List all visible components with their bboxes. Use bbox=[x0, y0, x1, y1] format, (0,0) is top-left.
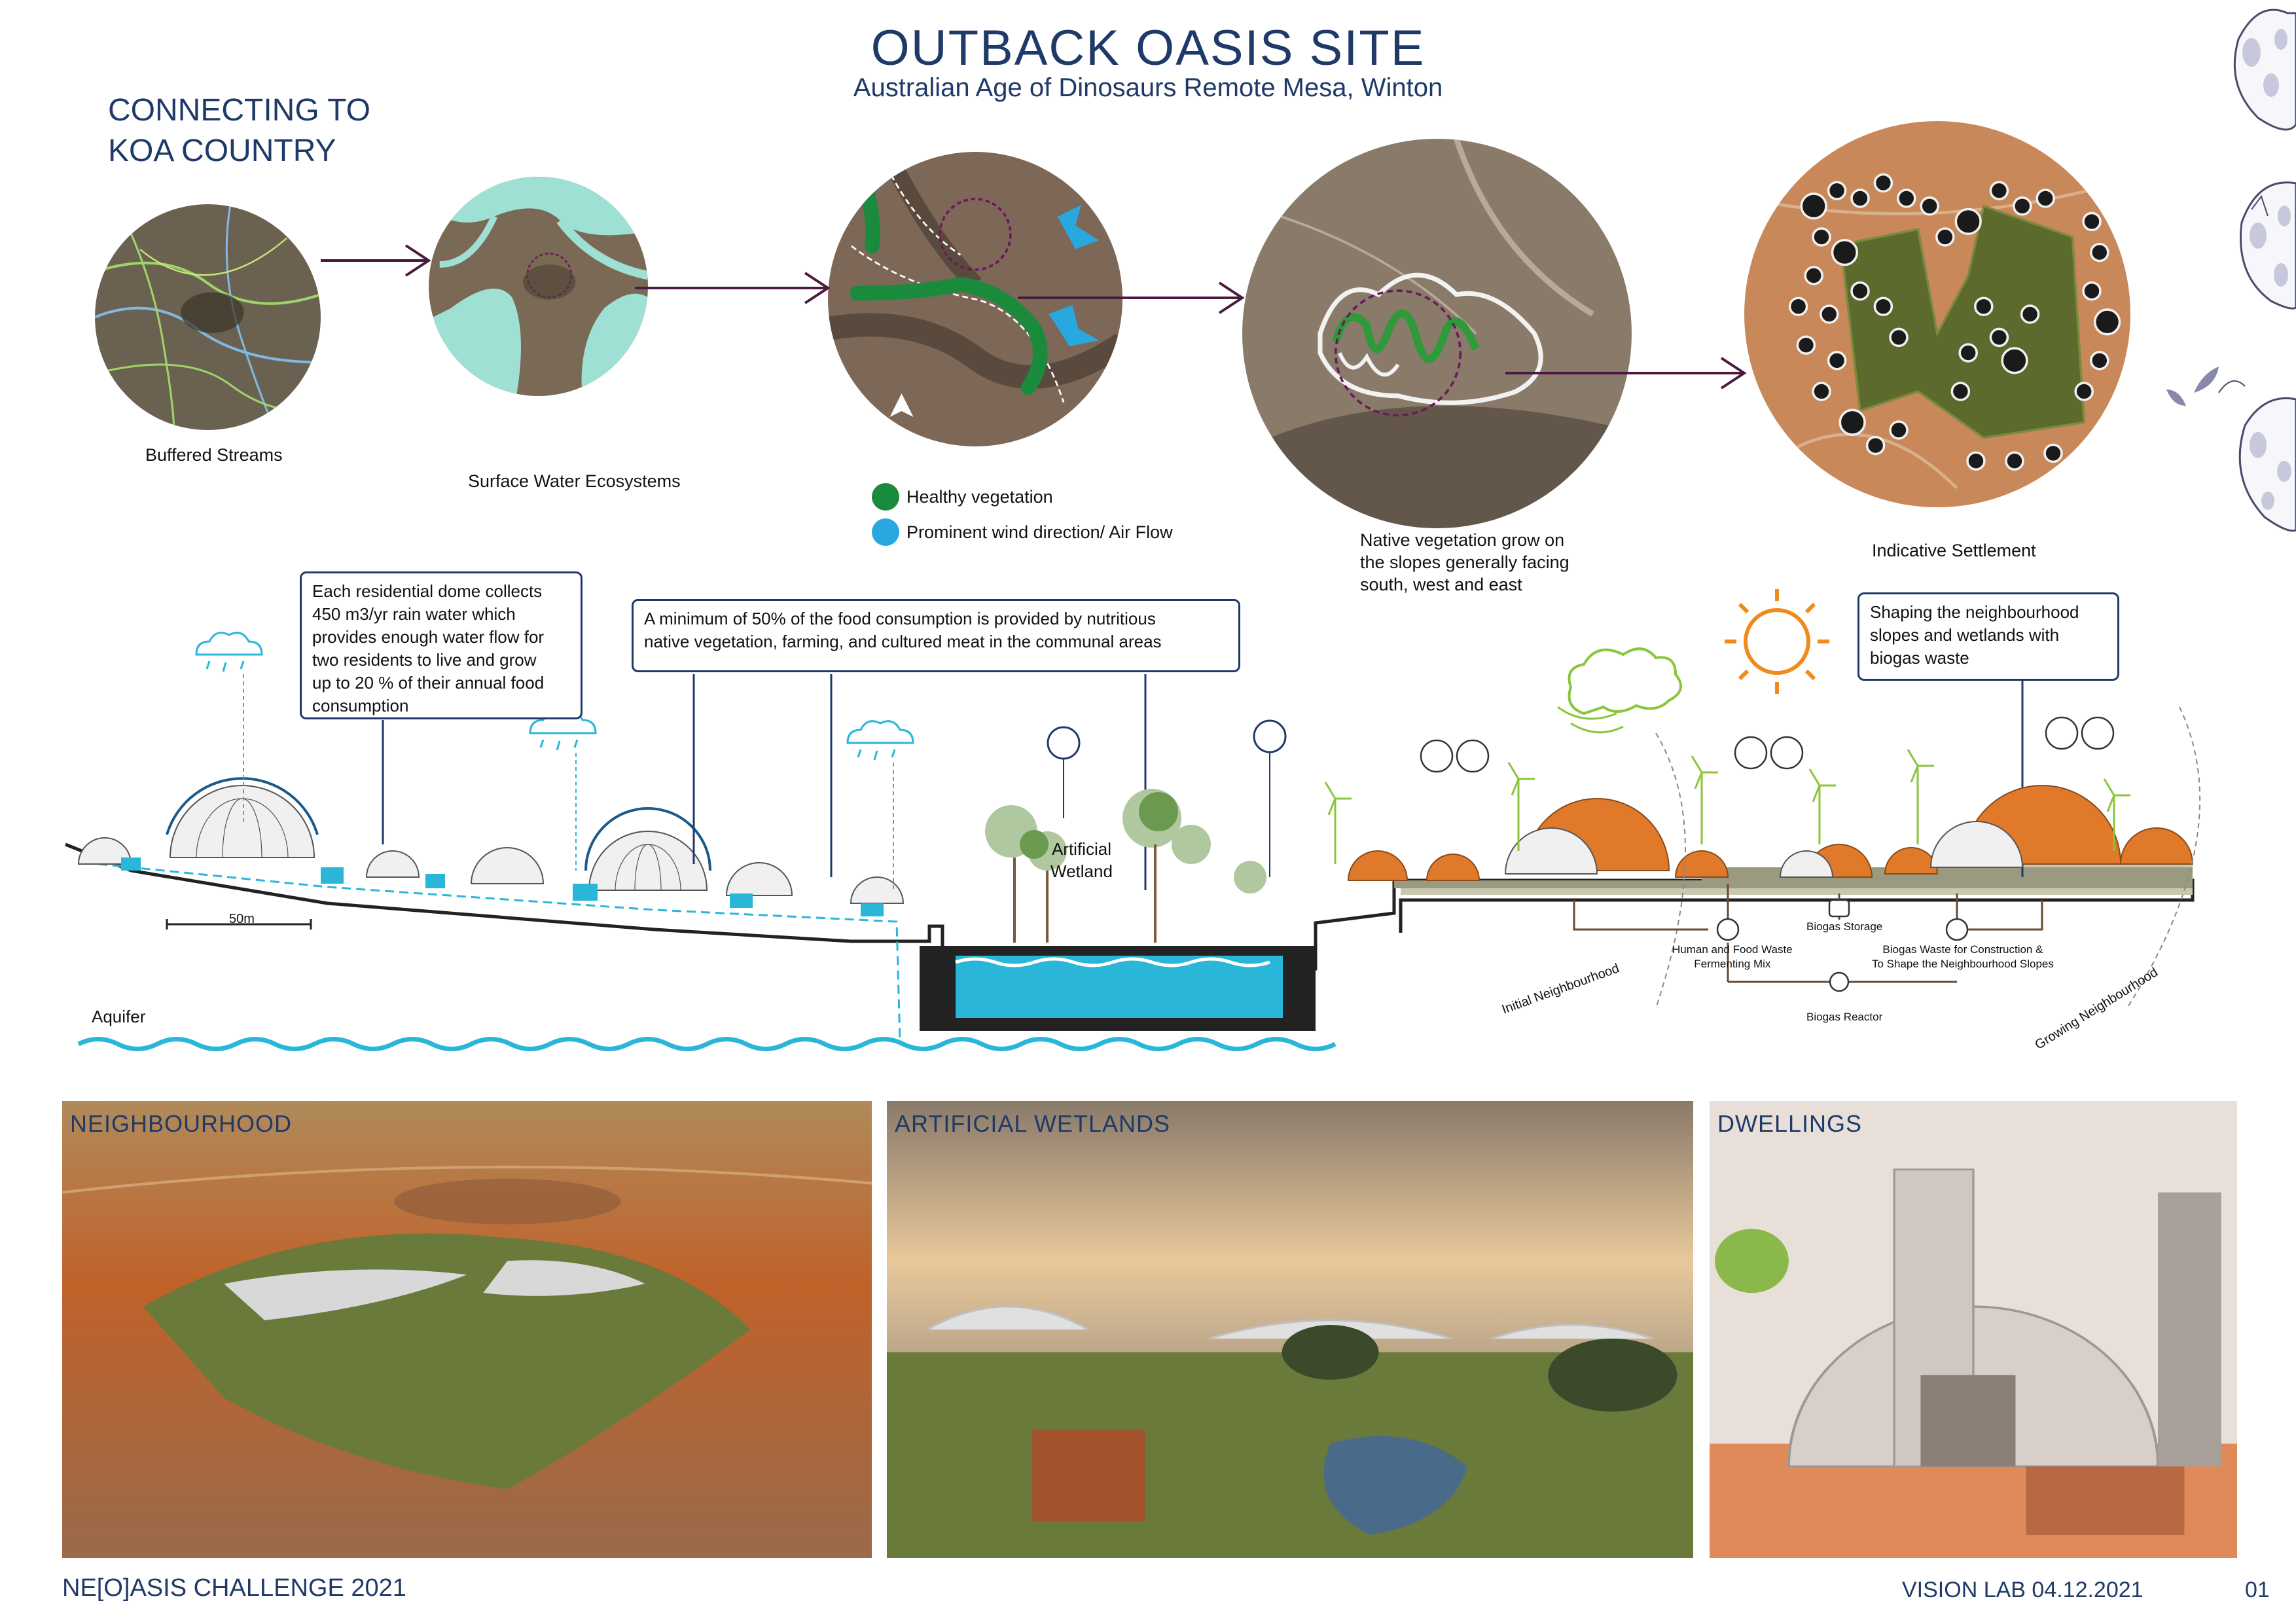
koa-heading-line2: KOA COUNTRY bbox=[108, 134, 336, 168]
map-indicative-settlement bbox=[1744, 121, 2130, 507]
biogas-reactor-label: Biogas Reactor bbox=[1806, 1011, 1883, 1023]
settlement-dome-marker bbox=[1873, 173, 1893, 193]
settlement-dome-marker bbox=[2005, 451, 2024, 471]
settlement-dome-marker bbox=[1839, 408, 1866, 436]
settlement-dome-marker bbox=[1850, 281, 1870, 301]
legend-vegetation-swatch bbox=[872, 483, 899, 511]
callout-dome-rainwater: Each residential dome collects 450 m3/yr… bbox=[300, 571, 583, 719]
callout-dome-line3: provides enough water flow for bbox=[312, 627, 545, 647]
settlement-dome-marker bbox=[1920, 196, 1939, 216]
settlement-dome-marker bbox=[1954, 208, 1982, 236]
map-buffered-streams bbox=[95, 204, 321, 430]
callout-dome-line6: consumption bbox=[312, 696, 409, 715]
callout-slopes-line1: Shaping the neighbourhood bbox=[1870, 602, 2079, 622]
settlement-dome-marker bbox=[1796, 335, 1816, 355]
section-diagram bbox=[65, 589, 2201, 1051]
settlement-dome-marker bbox=[1989, 181, 2009, 200]
settlement-dome-marker bbox=[2043, 443, 2063, 463]
koa-heading-line1: CONNECTING TO bbox=[108, 93, 370, 128]
fermenting-line1: Human and Food Waste bbox=[1672, 943, 1793, 956]
koa-heading: CONNECTING TO KOA COUNTRY bbox=[108, 90, 409, 171]
photo-wetlands-label: ARTIFICIAL WETLANDS bbox=[895, 1110, 1171, 1137]
settlement-dome-marker bbox=[1827, 181, 1847, 200]
map-surface-water bbox=[429, 177, 648, 396]
settlement-dome-marker bbox=[2090, 242, 2109, 262]
settlement-dome-marker bbox=[1897, 189, 1916, 208]
aquifer-label: Aquifer bbox=[92, 1007, 146, 1026]
page-subtitle: Australian Age of Dinosaurs Remote Mesa,… bbox=[853, 73, 1443, 102]
wetland-label-line1: Artificial bbox=[1051, 839, 1111, 859]
caption-indicative-settlement: Indicative Settlement bbox=[1872, 541, 2036, 560]
footer-challenge: NE[O]ASIS CHALLENGE 2021 bbox=[62, 1574, 406, 1602]
callout-food-line2: native vegetation, farming, and cultured… bbox=[644, 632, 1162, 651]
construction-label: Biogas Waste for Construction & To Shape… bbox=[1872, 943, 2054, 971]
settlement-dome-marker bbox=[1850, 189, 1870, 208]
settlement-dome-marker bbox=[2093, 308, 2121, 336]
photo-neighbourhood: NEIGHBOURHOOD bbox=[62, 1101, 872, 1558]
settlement-dome-marker bbox=[1831, 238, 1859, 266]
callout-dome-line4: two residents to live and grow bbox=[312, 650, 537, 670]
callout-food-line1: A minimum of 50% of the food consumption… bbox=[644, 609, 1156, 628]
callout-dome-line1: Each residential dome collects bbox=[312, 581, 543, 601]
photo-dwellings-label: DWELLINGS bbox=[1717, 1110, 1863, 1137]
settlement-dome-marker bbox=[2013, 196, 2032, 216]
map-native-vegetation bbox=[1242, 139, 1632, 528]
settlement-dome-marker bbox=[1958, 343, 1978, 363]
photo-artificial-wetlands: ARTIFICIAL WETLANDS bbox=[887, 1101, 1693, 1558]
caption-native-line1: Native vegetation grow on bbox=[1360, 530, 1565, 550]
construction-line2: To Shape the Neighbourhood Slopes bbox=[1872, 958, 2054, 970]
photo-neighbourhood-label: NEIGHBOURHOOD bbox=[70, 1110, 293, 1137]
fermenting-label: Human and Food Waste Fermenting Mix bbox=[1672, 943, 1793, 971]
settlement-dome-marker bbox=[1812, 227, 1831, 247]
footer-page-number: 01 bbox=[2245, 1578, 2270, 1602]
legend-vegetation-label: Healthy vegetation bbox=[906, 487, 1053, 507]
settlement-dome-marker bbox=[2090, 351, 2109, 370]
fermenting-line2: Fermenting Mix bbox=[1694, 958, 1771, 970]
settlement-dome-marker bbox=[1889, 327, 1909, 348]
map-vegetation-wind bbox=[828, 152, 1122, 446]
caption-buffered-streams: Buffered Streams bbox=[145, 445, 283, 465]
caption-surface-water: Surface Water Ecosystems bbox=[468, 471, 681, 491]
decorative-eggs bbox=[2166, 9, 2296, 532]
construction-line1: Biogas Waste for Construction & bbox=[1882, 943, 2043, 956]
settlement-dome-marker bbox=[1865, 435, 1886, 456]
footer-date: VISION LAB 04.12.2021 bbox=[1902, 1578, 2144, 1602]
settlement-dome-marker bbox=[2001, 347, 2028, 374]
settlement-dome-marker bbox=[1889, 420, 1909, 440]
callout-slopes-line3: biogas waste bbox=[1870, 648, 1969, 668]
callout-biogas-slopes: Shaping the neighbourhood slopes and wet… bbox=[1857, 592, 2119, 681]
settlement-dome-marker bbox=[1804, 266, 1823, 285]
callout-slopes-line2: slopes and wetlands with bbox=[1870, 625, 2060, 645]
page-title: OUTBACK OASIS SITE bbox=[870, 20, 1426, 76]
settlement-dome-marker bbox=[1788, 297, 1808, 316]
settlement-dome-marker bbox=[1966, 451, 1986, 471]
wetland-label-line2: Wetland bbox=[1050, 861, 1113, 881]
settlement-dome-marker bbox=[1812, 382, 1831, 401]
legend-wind-swatch bbox=[872, 518, 899, 546]
settlement-dome-marker bbox=[2082, 211, 2102, 232]
settlement-dome-marker bbox=[1873, 297, 1893, 316]
settlement-dome-marker bbox=[2020, 304, 2040, 324]
settlement-dome-marker bbox=[1820, 304, 1839, 324]
settlement-dome-marker bbox=[2082, 281, 2102, 301]
callout-dome-line5: up to 20 % of their annual food bbox=[312, 673, 545, 693]
callout-food-consumption: A minimum of 50% of the food consumption… bbox=[632, 599, 1240, 672]
biogas-storage-label: Biogas Storage bbox=[1806, 920, 1883, 933]
caption-native-vegetation: Native vegetation grow on the slopes gen… bbox=[1360, 529, 1570, 596]
photo-dwellings: DWELLINGS bbox=[1710, 1101, 2237, 1558]
legend-wind-label: Prominent wind direction/ Air Flow bbox=[906, 522, 1173, 542]
settlement-dome-marker bbox=[1800, 192, 1827, 220]
callout-dome-line2: 450 m3/yr rain water which bbox=[312, 604, 516, 624]
settlement-dome-marker bbox=[1950, 382, 1971, 401]
settlement-dome-marker bbox=[2074, 382, 2094, 401]
settlement-dome-marker bbox=[1974, 297, 1994, 316]
settlement-dome-marker bbox=[2036, 189, 2055, 208]
caption-native-line2: the slopes generally facing bbox=[1360, 552, 1570, 572]
settlement-dome-marker bbox=[1989, 327, 2009, 348]
settlement-dome-marker bbox=[1827, 351, 1847, 370]
settlement-dome-marker bbox=[1935, 227, 1955, 247]
wetland-label: Artificial Wetland bbox=[1050, 838, 1113, 882]
scale-label: 50m bbox=[229, 912, 255, 926]
caption-native-line3: south, west and east bbox=[1360, 575, 1522, 594]
